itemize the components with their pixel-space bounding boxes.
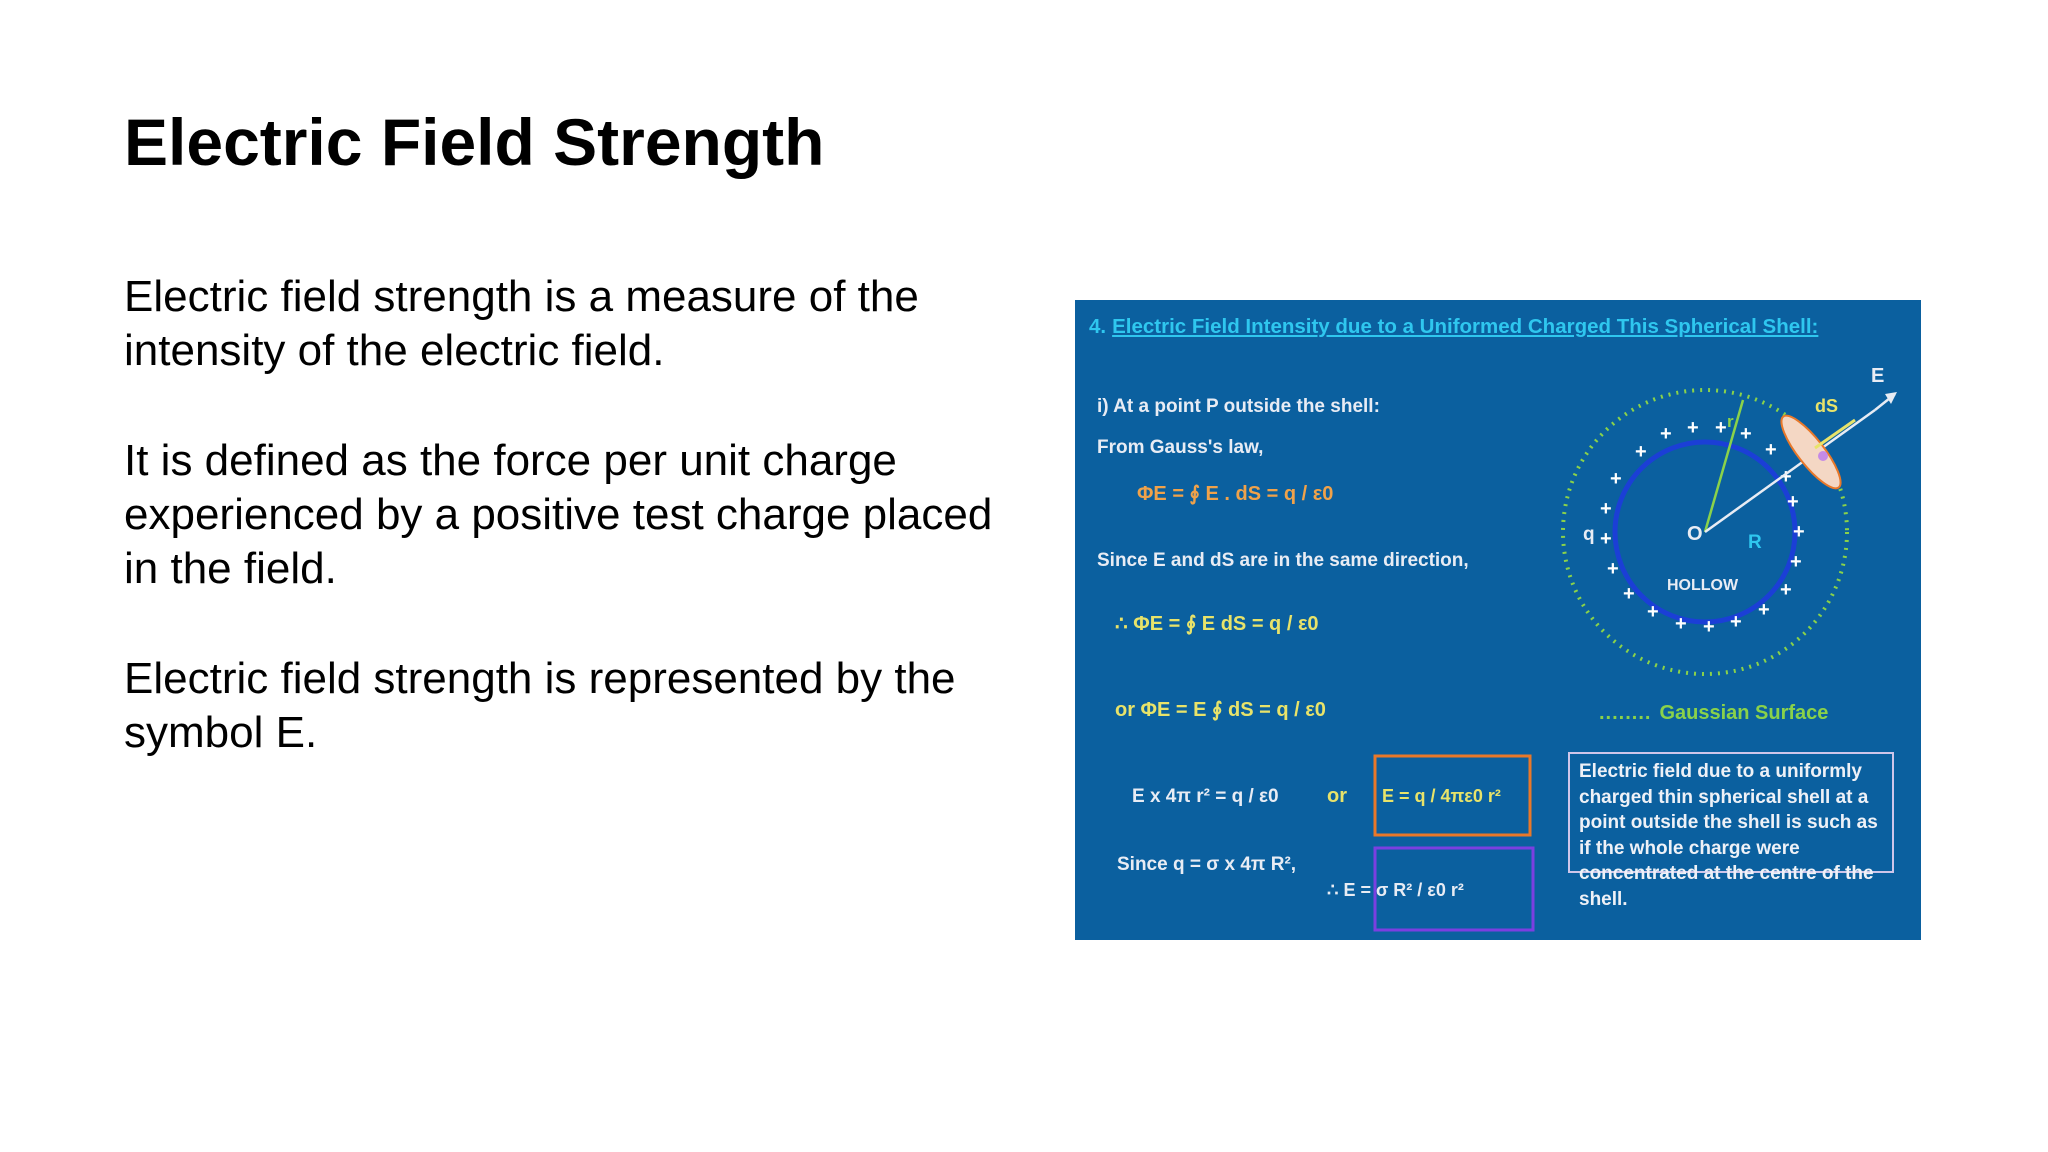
gauss-label: From Gauss's law,	[1097, 437, 1263, 458]
svg-text:+: +	[1607, 558, 1619, 580]
field-direction-line	[1704, 408, 1876, 534]
boxed-equation-2: ∴ E = σ R² / ε0 r²	[1327, 880, 1464, 900]
or-label: or	[1327, 785, 1347, 807]
gaussian-surface-circle	[1561, 388, 1849, 676]
radius-label: R	[1748, 532, 1762, 553]
svg-text:+: +	[1675, 613, 1687, 635]
point-p	[1818, 451, 1828, 461]
svg-text:+: +	[1600, 498, 1612, 520]
svg-text:+: +	[1740, 423, 1752, 445]
svg-text:+: +	[1780, 466, 1792, 488]
svg-text:+: +	[1623, 583, 1635, 605]
svg-text:+: +	[1660, 423, 1672, 445]
svg-text:+: +	[1780, 579, 1792, 601]
gaussian-radius-line	[1703, 399, 1745, 533]
area-vector-line	[1814, 418, 1856, 450]
field-arrowhead	[1885, 392, 1897, 404]
figure-heading-text: Electric Field Intensity due to a Unifor…	[1112, 315, 1819, 338]
svg-text:+: +	[1765, 439, 1777, 461]
equation-1: ΦE = ∮ E . dS = q / ε0	[1137, 483, 1333, 505]
origin-label: O	[1687, 523, 1703, 545]
figure-drawing: i) At a point P outside the shell: From …	[1097, 365, 1897, 932]
shell-charges: ++++++ ++++ +++++++ ++++	[1600, 417, 1805, 638]
svg-text:+: +	[1730, 611, 1742, 633]
small-r-label: r	[1727, 412, 1734, 431]
svg-text:+: +	[1793, 521, 1805, 543]
slide-title: Electric Field Strength	[124, 105, 825, 179]
conclusion-box: Electric field due to a uniformly charge…	[1568, 752, 1894, 910]
equation-2: ∴ ΦE = ∮ E dS = q / ε0	[1115, 613, 1319, 635]
charged-shell-circle	[1612, 439, 1798, 625]
slide-body: Electric field strength is a measure of …	[124, 270, 1024, 816]
paragraph-symbol: Electric field strength is represented b…	[124, 654, 956, 757]
legend-label: Gaussian Surface	[1659, 702, 1829, 724]
same-direction-label: Since E and dS are in the same direction…	[1097, 550, 1469, 571]
figure-heading-number: 4.	[1089, 315, 1107, 338]
svg-text:+: +	[1703, 616, 1715, 638]
equation-3: or ΦE = E ∮ dS = q / ε0	[1115, 699, 1326, 721]
svg-text:+: +	[1647, 601, 1659, 623]
figure-heading: 4.Electric Field Intensity due to a Unif…	[1089, 312, 1889, 341]
svg-text:+: +	[1610, 468, 1622, 490]
svg-text:+: +	[1790, 551, 1802, 573]
svg-text:+: +	[1600, 528, 1612, 550]
area-label: dS	[1815, 396, 1838, 416]
svg-text:+: +	[1758, 599, 1770, 621]
charge-label: q	[1583, 524, 1595, 545]
svg-text:+: +	[1715, 417, 1727, 439]
case-label: i) At a point P outside the shell:	[1097, 396, 1380, 417]
legend-dots: ........	[1599, 702, 1652, 724]
boxed-equation-1: E = q / 4πε0 r²	[1382, 786, 1501, 806]
boxed-equation-1-frame	[1373, 754, 1532, 837]
svg-text:+: +	[1787, 491, 1799, 513]
since-q-label: Since q = σ x 4π R²,	[1117, 854, 1296, 875]
field-label: E	[1871, 365, 1884, 387]
paragraph-definition-intro: Electric field strength is a measure of …	[124, 272, 919, 375]
hollow-label: HOLLOW	[1667, 577, 1739, 594]
svg-text:+: +	[1635, 441, 1647, 463]
gaussian-surface-legend: ........ Gaussian Surface	[1599, 702, 1828, 725]
equation-4: E x 4π r² = q / ε0	[1132, 786, 1279, 807]
gauss-law-figure: 4.Electric Field Intensity due to a Unif…	[1075, 300, 1921, 940]
svg-text:+: +	[1687, 417, 1699, 439]
boxed-equation-2-frame	[1373, 846, 1535, 932]
paragraph-definition: It is defined as the force per unit char…	[124, 436, 993, 593]
